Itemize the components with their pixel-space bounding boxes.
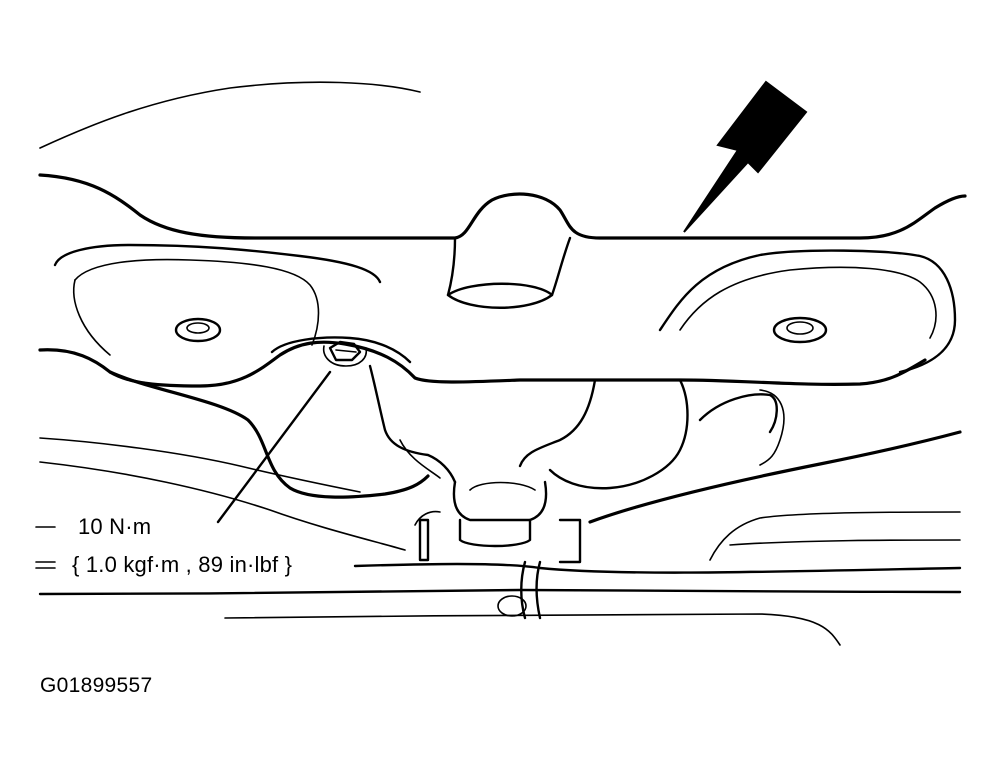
right-bracket-tab-inner (759, 389, 785, 466)
right-pipe-top (588, 430, 962, 524)
heat-shield-right-flange (658, 249, 957, 374)
pipe-joint (497, 560, 542, 620)
view-direction-arrow-icon (683, 80, 808, 233)
shield-left-panel-lower (73, 279, 111, 356)
heat-shield-flange (53, 243, 382, 284)
hanger-bracket-left (368, 364, 457, 484)
right-bracket-tab (698, 393, 778, 434)
torque-leader-line (216, 370, 332, 524)
shield-right-panel (679, 266, 937, 339)
heat-shield-top-edge (38, 173, 967, 240)
torque-value-label: 10 N·m (78, 514, 152, 539)
left-body-contour (108, 370, 430, 499)
right-mount-nut-icon (772, 316, 828, 344)
body-panel-curve (39, 81, 421, 149)
left-mid-line (39, 437, 361, 493)
bolt-icon (322, 340, 368, 367)
shield-center-dome-base (446, 282, 554, 309)
heat-shield-bottom-edge (38, 340, 927, 388)
exhaust-pipe-upper (353, 562, 962, 574)
bolt-boss (270, 336, 412, 364)
hanger-bracket-right (518, 378, 597, 468)
shield-center-dome-outline (446, 236, 457, 297)
left-mount-nut-icon (174, 317, 222, 343)
torque-alternate-units-label: { 1.0 kgf·m , 89 in·lbf } (72, 552, 293, 577)
pipe-clamp (414, 510, 582, 564)
right-bracket-contour (548, 378, 689, 490)
figure-id-label: G01899557 (40, 674, 153, 697)
right-lower-frame (709, 511, 961, 561)
left-lower-line (39, 461, 406, 551)
right-lower-frame-2 (729, 539, 961, 546)
shield-left-panel (74, 258, 320, 346)
exhaust-pipe-lower (38, 588, 962, 596)
hanger-bracket-inner (399, 439, 441, 479)
exhaust-pipe-under (224, 613, 841, 646)
rubber-isolator (452, 480, 548, 548)
shield-center-dome-right (550, 236, 572, 297)
